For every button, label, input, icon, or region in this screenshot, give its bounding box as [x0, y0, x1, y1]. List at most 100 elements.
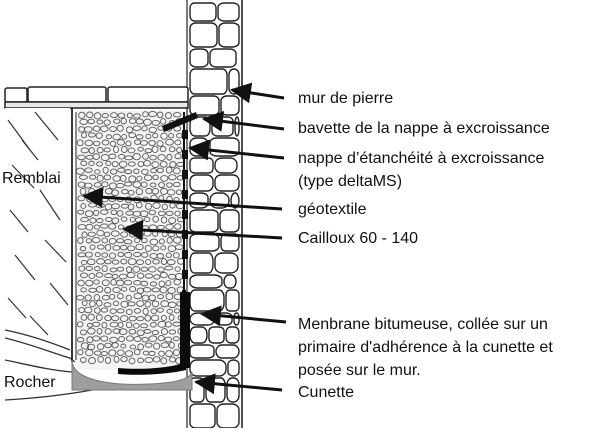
gravel-pebble [93, 140, 101, 147]
gravel-pebble [144, 314, 151, 322]
gravel-pebble [85, 238, 92, 244]
gravel-pebble [141, 336, 149, 343]
gravel-pebble [166, 237, 173, 244]
gravel-pebble [116, 308, 125, 314]
gravel-pebble [80, 314, 88, 321]
gravel-pebble [117, 112, 126, 119]
cunette-channel [71, 359, 193, 391]
gravel-pebble [168, 329, 177, 335]
gravel-pebble [151, 145, 159, 154]
gravel-pebble [173, 112, 182, 118]
gravel-pebble [109, 308, 117, 315]
gravel-pebble [110, 112, 118, 119]
wall-stone [217, 2, 240, 22]
gravel-pebble [142, 287, 152, 293]
gravel-pebble [158, 350, 165, 357]
gravel-pebble [153, 274, 161, 280]
gravel-pebble [165, 252, 172, 259]
wall-stone [215, 344, 240, 359]
gravel-pebble [108, 252, 117, 260]
gravel-pebble [166, 308, 173, 314]
gravel-pebble [119, 315, 129, 322]
gravel-pebble [151, 329, 160, 336]
wall-stone [226, 377, 240, 403]
gravel-pebble [174, 153, 182, 160]
gravel-pebble [148, 266, 157, 273]
gravel-pebble [151, 119, 160, 126]
gravel-pebble [167, 301, 177, 309]
gravel-pebble [120, 300, 129, 308]
gravel-pebble [124, 181, 133, 187]
gravel-pebble [101, 321, 108, 329]
gravel-pebble [76, 294, 85, 301]
gravel-pebble [77, 154, 86, 161]
gravel-pebble [148, 209, 157, 216]
gravel-pebble [101, 237, 109, 244]
gravel-pebble [126, 112, 133, 119]
gravel-pebble [168, 217, 177, 224]
gravel-pebble [145, 202, 152, 210]
gravel-pebble [139, 140, 149, 146]
gravel-pebble [133, 251, 142, 258]
gravel-pebble [135, 134, 144, 140]
gravel-pebble [104, 328, 112, 335]
gravel-pebble [144, 342, 153, 348]
gravel-pebble [166, 259, 176, 266]
gravel-pebble [140, 266, 149, 272]
gravel-pebble [116, 209, 124, 217]
gravel-pebble [91, 236, 101, 244]
gravel-pebble [141, 168, 149, 175]
gravel-pebble [133, 168, 140, 175]
gravel-pebble [141, 251, 149, 258]
gravel-pebble [135, 259, 145, 265]
gravel-pebble [116, 266, 125, 272]
gravel-pebble [116, 349, 125, 356]
wall-stone [189, 174, 214, 192]
gravel-pebble [168, 341, 175, 349]
gravel-pebble [119, 174, 127, 183]
wall-stone [214, 174, 240, 192]
gravel-pebble [104, 259, 112, 265]
gravel-pebble [156, 140, 164, 147]
gravel-pebble [173, 278, 181, 286]
label-membrane-line1: Menbrane bitumeuse, collée sur un [298, 316, 548, 333]
gravel-pebble [129, 285, 137, 293]
gravel-pebble [80, 287, 87, 293]
gravel-pebble [152, 174, 159, 181]
wall-stone [209, 137, 240, 157]
gravel-pebble [174, 223, 182, 230]
gravel-pebble [145, 259, 152, 265]
gravel-pebble [84, 306, 93, 314]
gravel-pebble [109, 140, 117, 147]
gravel-pebble [101, 279, 110, 287]
gravel-pebble [101, 181, 109, 188]
gravel-pebble [77, 181, 86, 188]
gravel-pebble [92, 153, 100, 161]
gravel-pebble [160, 357, 168, 365]
label-cailloux: Cailloux 60 - 140 [298, 230, 419, 247]
gravel-pebble [127, 189, 135, 196]
gravel-pebble [148, 335, 158, 343]
gravel-pebble [156, 111, 164, 119]
gravel-pebble [92, 335, 101, 342]
gravel-pebble [111, 259, 120, 265]
gravel-pebble [125, 210, 135, 216]
gravel-pebble [95, 132, 103, 139]
label-remblai: Remblai [2, 170, 61, 187]
gravel-pebble [158, 181, 165, 189]
gravel-pebble [125, 140, 132, 147]
gravel-pebble [149, 281, 158, 287]
gravel-pebble [124, 251, 133, 259]
gravel-pebble [149, 182, 157, 188]
gravel-pebble [168, 146, 176, 153]
gravel-pebble [165, 280, 172, 287]
gravel-pebble [139, 210, 149, 218]
gravel-pebble [157, 210, 166, 217]
gravel-pebble [113, 145, 119, 154]
gravel-pebble [103, 174, 112, 181]
gravel-pebble [174, 266, 181, 272]
gravel-pebble [161, 203, 168, 211]
gravel-pebble [95, 314, 103, 322]
wall-stone [230, 192, 240, 209]
